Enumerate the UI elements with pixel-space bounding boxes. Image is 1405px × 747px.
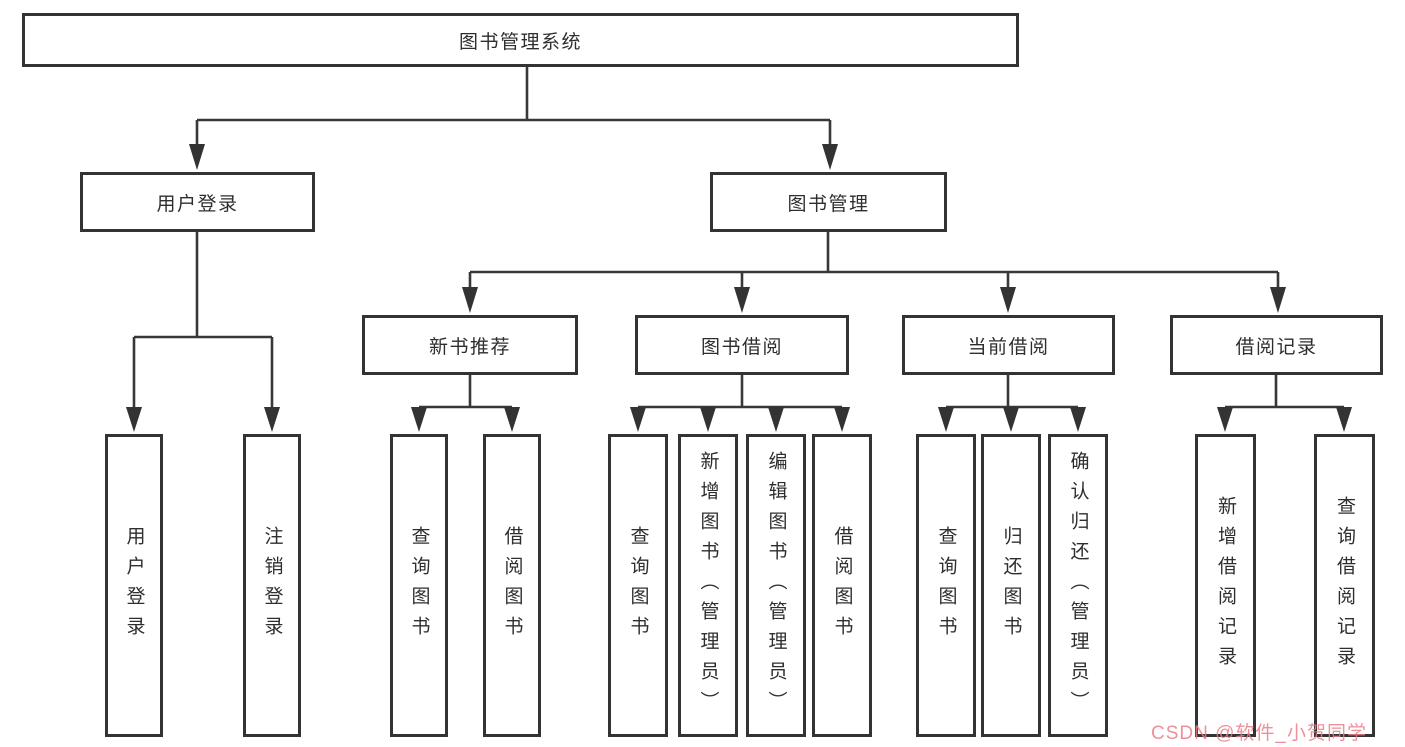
node-book-management: 图书管理: [710, 172, 947, 232]
node-current-borrowing-label: 当前借阅: [967, 336, 1050, 358]
leaf-br-query-record-label: 查询借阅记录: [1334, 495, 1355, 676]
node-current-borrowing: 当前借阅: [902, 315, 1115, 375]
leaf-bb-borrow-book-label: 借阅图书: [831, 525, 853, 646]
node-root: 图书管理系统: [22, 13, 1019, 67]
node-borrowing-records-label: 借阅记录: [1235, 336, 1318, 358]
leaf-br-query-record: 查询借阅记录: [1314, 434, 1375, 737]
leaf-cb-confirm-return-admin-label: 确认归还（管理员）: [1067, 450, 1089, 721]
arrowheads: [126, 144, 1352, 432]
node-book-borrowing: 图书借阅: [635, 315, 849, 375]
leaf-br-add-record-label: 新增借阅记录: [1215, 495, 1236, 676]
leaf-nbr-borrow-book-label: 借阅图书: [501, 525, 523, 646]
leaf-logout: 注销登录: [243, 434, 301, 737]
leaf-cb-query-book-label: 查询图书: [935, 525, 957, 646]
leaf-user-login-label: 用户登录: [123, 525, 145, 646]
leaf-bb-query-book: 查询图书: [608, 434, 668, 737]
node-book-management-label: 图书管理: [787, 193, 870, 215]
leaf-br-add-record: 新增借阅记录: [1195, 434, 1256, 737]
leaf-cb-confirm-return-admin: 确认归还（管理员）: [1048, 434, 1108, 737]
node-book-borrowing-label: 图书借阅: [700, 336, 783, 358]
node-root-label: 图书管理系统: [458, 31, 582, 53]
leaf-nbr-query-book: 查询图书: [390, 434, 448, 737]
leaf-cb-query-book: 查询图书: [916, 434, 976, 737]
leaf-nbr-query-book-label: 查询图书: [408, 525, 430, 646]
watermark: CSDN @软件_小贺同学: [1151, 723, 1367, 744]
leaf-cb-return-book-label: 归还图书: [1000, 525, 1022, 646]
leaf-user-login: 用户登录: [105, 434, 163, 737]
node-user-login-label: 用户登录: [156, 193, 239, 215]
leaf-logout-label: 注销登录: [261, 525, 283, 646]
leaf-bb-edit-book-admin-label: 编辑图书（管理员）: [765, 450, 787, 721]
node-new-book-recommend: 新书推荐: [362, 315, 578, 375]
node-borrowing-records: 借阅记录: [1170, 315, 1383, 375]
node-user-login: 用户登录: [80, 172, 315, 232]
leaf-bb-borrow-book: 借阅图书: [812, 434, 872, 737]
leaf-bb-edit-book-admin: 编辑图书（管理员）: [746, 434, 806, 737]
node-new-book-recommend-label: 新书推荐: [428, 336, 511, 358]
leaf-bb-add-book-admin: 新增图书（管理员）: [678, 434, 738, 737]
leaf-bb-query-book-label: 查询图书: [627, 525, 649, 646]
leaf-cb-return-book: 归还图书: [981, 434, 1041, 737]
leaf-bb-add-book-admin-label: 新增图书（管理员）: [697, 450, 719, 721]
leaf-nbr-borrow-book: 借阅图书: [483, 434, 541, 737]
